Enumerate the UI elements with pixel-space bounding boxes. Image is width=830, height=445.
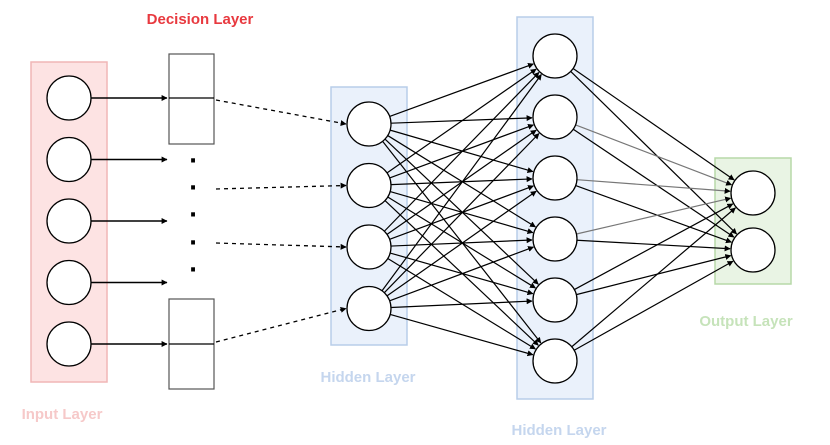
hidden-edge [381,74,542,292]
output-edge [576,196,732,235]
output-edge [575,184,732,244]
hidden-edge [383,72,540,232]
decision-box-top [168,53,215,145]
hidden-edge [386,190,537,297]
hidden-1-node [346,285,392,332]
output-edge [576,179,731,194]
input-node [46,259,92,306]
hidden-edge [383,133,540,294]
hidden-2-node [532,277,578,323]
output-edge [574,203,734,291]
ellipsis-dot: · [189,258,197,283]
output-edge [571,207,736,348]
dashed-edge [215,242,347,250]
ellipsis-dot: · [189,149,197,174]
hidden-1-node [346,101,392,147]
layer-panels [30,16,792,400]
hidden-2-node [532,33,578,79]
hidden-edge [389,62,534,118]
hidden-2-node [532,216,578,262]
hidden-2-node [532,338,578,384]
output-edge [573,260,734,351]
input-node [46,321,92,367]
hidden-2-node [532,155,578,201]
output-node [730,227,776,273]
output-edge [576,239,731,252]
input-layer-label: Input Layer [22,406,103,423]
hidden-edge [390,313,534,357]
hidden-layer-1-label: Hidden Layer [320,369,415,386]
output-edge [572,68,735,181]
output-edge [570,70,738,235]
input-node [46,75,92,121]
input-node [46,198,92,244]
hidden-1-node [346,224,392,270]
ellipsis-dot: · [189,203,197,228]
output-layer-label: Output Layer [699,313,793,330]
nodes [46,33,776,384]
edges [91,62,738,357]
output-node [730,170,776,216]
output-edge [572,128,735,238]
output-edge [576,254,732,296]
hidden-edge [390,298,533,309]
hidden-edge [386,68,537,174]
hidden-2-node [532,94,578,140]
hidden-edge [389,246,535,302]
dashed-edge [215,182,347,190]
hidden-1-node [346,162,392,209]
input-node [46,136,92,183]
ellipsis-dot: · [189,231,197,256]
ellipsis-dot: · [189,176,197,201]
decision-layer-label: Decision Layer [147,11,254,28]
dashed-edge [215,306,347,343]
dashed-edge [215,99,347,126]
ellipsis-dots: ····· [189,149,197,283]
output-edge [575,124,733,186]
hidden-layer-2-label: Hidden Layer [511,422,606,439]
